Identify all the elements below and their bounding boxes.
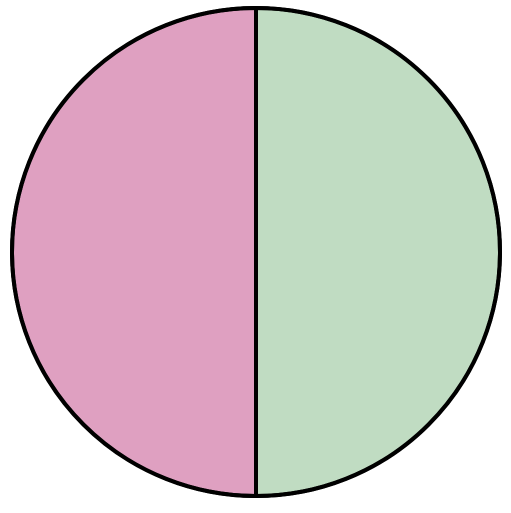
pie-outline <box>10 6 502 498</box>
pie-slices <box>10 5 502 499</box>
pie-slice-2 <box>10 5 258 499</box>
pie-slice-1 <box>254 5 502 499</box>
